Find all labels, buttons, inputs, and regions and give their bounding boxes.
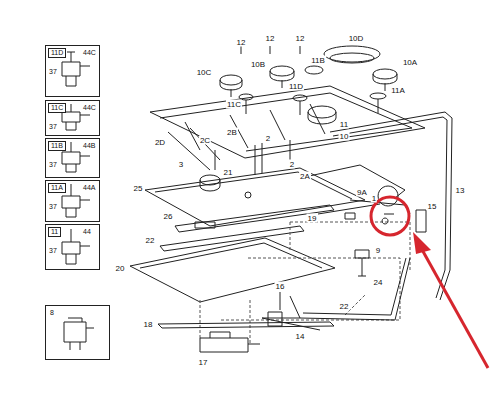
- inset-part-number: 11A: [48, 183, 66, 193]
- callout-number: 16: [275, 282, 286, 291]
- callout-number: 21: [223, 168, 234, 177]
- support-bars: [160, 205, 334, 251]
- callout-number: 25: [133, 184, 144, 193]
- callout-number: 44C: [82, 104, 97, 112]
- callout-number: 37: [48, 68, 58, 76]
- inset-part-number: 11B: [48, 141, 66, 151]
- callout-number: 37: [48, 203, 58, 211]
- callout-number: 12: [295, 34, 306, 43]
- callout-number: 3: [178, 160, 184, 169]
- callout-number: 10: [339, 132, 350, 141]
- inset-panel: 8: [45, 305, 110, 360]
- callout-number: 44: [82, 228, 92, 236]
- callout-number: 11D: [288, 82, 304, 91]
- callout-number: 20: [115, 264, 126, 273]
- inset-part-number: 11: [48, 227, 61, 237]
- callout-number: 18: [143, 320, 154, 329]
- callout-number: 2A: [299, 172, 311, 181]
- assembly-guides: [200, 222, 410, 345]
- callout-number: 2: [289, 160, 295, 169]
- callout-number: 44A: [82, 184, 96, 192]
- callout-number: 10A: [402, 58, 418, 67]
- callout-number: 15: [427, 202, 438, 211]
- callout-number: 37: [48, 123, 58, 131]
- callout-number: 10B: [250, 60, 266, 69]
- callout-number: 11C: [226, 100, 242, 109]
- highlight: [371, 197, 488, 368]
- callout-number: 26: [163, 212, 174, 221]
- callout-number: 10D: [348, 34, 365, 43]
- lower-pipes: [262, 258, 410, 326]
- ignition-parts: [158, 318, 334, 352]
- callout-number: 12: [236, 38, 247, 47]
- callout-number: 2C: [199, 136, 211, 145]
- valve-parts: [318, 186, 426, 276]
- callout-number: 44C: [82, 49, 97, 57]
- callout-number: 44B: [82, 142, 96, 150]
- callout-number: 11A: [390, 86, 406, 95]
- inset-panel: 11A 44A 37: [45, 180, 100, 222]
- inset-panel: 11D 44C 37: [45, 45, 100, 97]
- inset-part-number: 11D: [48, 48, 66, 58]
- inset-panel: 11 44 37: [45, 224, 100, 270]
- callout-number: 12: [265, 34, 276, 43]
- callout-number: 9: [375, 246, 381, 255]
- callout-number: 24: [373, 278, 384, 287]
- burner-frame: [150, 86, 425, 175]
- callout-number: 37: [48, 247, 58, 255]
- callout-number: 11B: [310, 56, 326, 65]
- callout-number: 14: [295, 332, 306, 341]
- callout-number: 22: [145, 236, 156, 245]
- base-plate: [130, 238, 335, 302]
- burner-heads: [220, 46, 397, 124]
- callout-number: 1: [371, 194, 377, 203]
- inset-panel: 11B 44B 37: [45, 138, 100, 178]
- inset-part-number: 11C: [48, 103, 66, 113]
- callout-number: 19: [307, 214, 318, 223]
- callout-number: 37: [48, 161, 58, 169]
- callout-number: 11: [339, 120, 349, 129]
- inset-part-number: 8: [49, 309, 55, 317]
- callout-number: 2B: [226, 128, 238, 137]
- callout-number: 22: [339, 302, 350, 311]
- callout-number: 2: [265, 134, 271, 143]
- burner-tray: [145, 168, 365, 226]
- callout-number: 10C: [196, 68, 213, 77]
- callout-number: 13: [455, 186, 466, 195]
- callout-number: 9A: [356, 188, 368, 197]
- callout-number: 2D: [154, 138, 166, 147]
- callout-number: 17: [198, 358, 209, 367]
- inset-panel: 11C 44C 37: [45, 100, 100, 136]
